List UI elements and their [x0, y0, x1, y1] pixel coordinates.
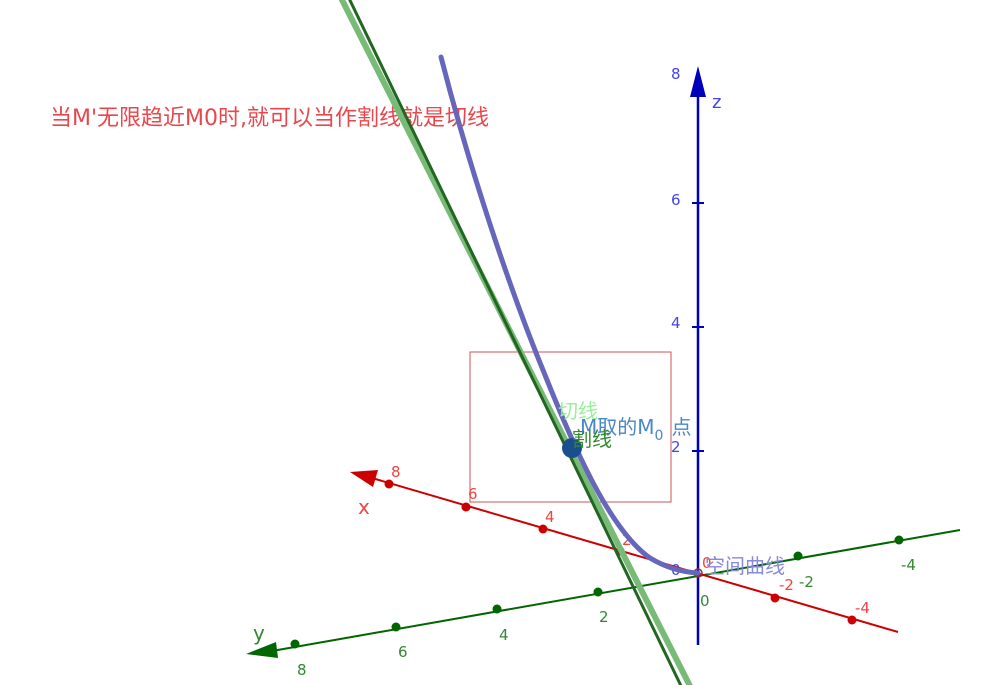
y-tick-label: 8	[297, 661, 307, 679]
x-axis: x 8 6 4 2 -2 -4 0	[350, 463, 899, 633]
x-tick-label: -4	[855, 599, 870, 617]
x-tick-label: -2	[779, 576, 794, 594]
y-tick-label: -4	[901, 556, 916, 574]
y-origin-label: 0	[700, 592, 710, 610]
point-m0-label-sub: 0	[655, 428, 664, 444]
point-m0-label-suffix: 点	[671, 415, 691, 439]
tangent-label: 切线	[558, 399, 598, 423]
x-tick-label: 2	[622, 531, 632, 549]
y-tick-label: 6	[398, 643, 408, 661]
secant-label: 割线	[572, 427, 612, 451]
y-axis-label: y	[253, 621, 265, 645]
annotation-text: 当M'无限趋近M0时,就可以当作割线就是切线	[50, 106, 490, 131]
point-m0[interactable]	[562, 438, 582, 458]
space-curve[interactable]	[438, 54, 701, 576]
z-axis-label: z	[712, 92, 721, 113]
z-tick-label: 2	[671, 438, 681, 456]
y-tick-label: 2	[599, 608, 609, 626]
x-origin-label: 0	[702, 554, 712, 572]
z-tick-label: 8	[671, 65, 681, 83]
x-axis-arrow-icon	[350, 470, 378, 487]
selection-box[interactable]	[469, 351, 672, 503]
curve-label: 空间曲线	[705, 554, 785, 578]
z-tick-label: 4	[671, 314, 681, 332]
y-tick-label: 4	[499, 626, 509, 644]
y-tick-label: -2	[799, 573, 814, 591]
x-tick-label: 8	[391, 463, 401, 481]
y-axis-arrow-icon	[246, 642, 278, 658]
z-tick-label: 6	[671, 191, 681, 209]
x-tick-label: 4	[545, 508, 555, 526]
x-axis-label: x	[358, 495, 370, 519]
y-axis: y 8 6 4 2 -2 -4 0	[246, 529, 961, 679]
secant-line[interactable]	[345, 0, 683, 685]
z-axis-arrow-icon	[690, 66, 706, 97]
point-m0-label-main: M取的M	[580, 415, 655, 439]
x-tick-label: 6	[468, 485, 478, 503]
